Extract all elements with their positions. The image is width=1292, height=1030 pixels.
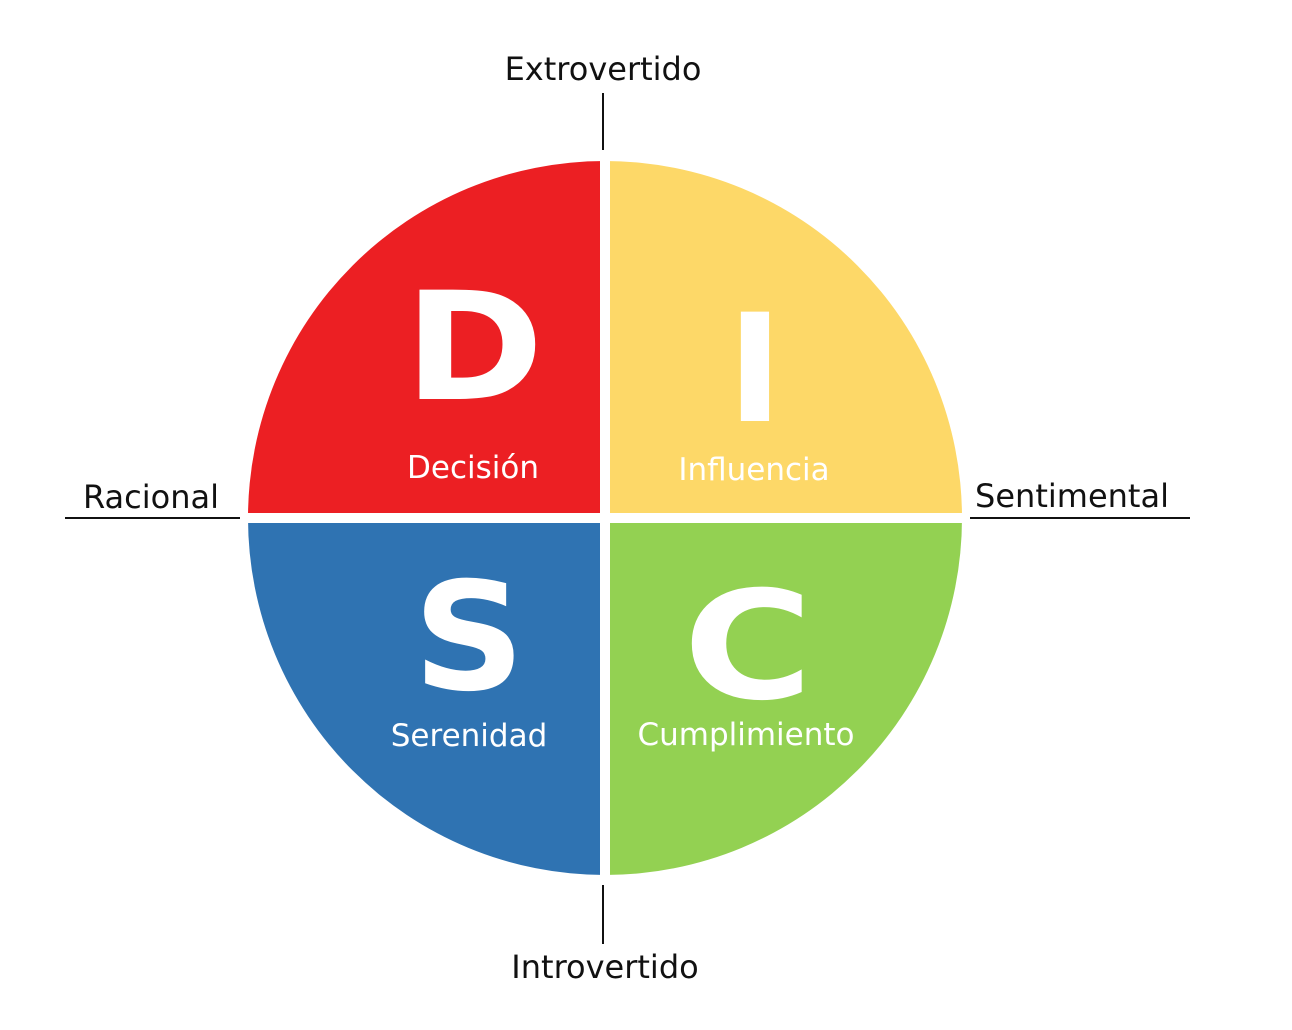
quadrant-d [248, 161, 605, 518]
axis-label-top: Extrovertido [505, 50, 702, 88]
letter-i: I [727, 283, 783, 457]
letter-s: S [413, 551, 525, 725]
quadrant-s [248, 518, 605, 875]
label-decision: Decisión [407, 450, 539, 486]
quadrant-c [605, 518, 962, 875]
letter-d: D [404, 261, 544, 435]
axis-label-right: Sentimental [975, 477, 1169, 515]
axis-label-left: Racional [83, 478, 219, 516]
letter-c: C [683, 560, 813, 734]
label-influencia: Influencia [678, 452, 829, 488]
axis-label-bottom: Introvertido [511, 948, 698, 986]
quadrant-i [605, 161, 962, 518]
label-cumplimiento: Cumplimiento [637, 717, 854, 753]
label-serenidad: Serenidad [391, 718, 548, 754]
